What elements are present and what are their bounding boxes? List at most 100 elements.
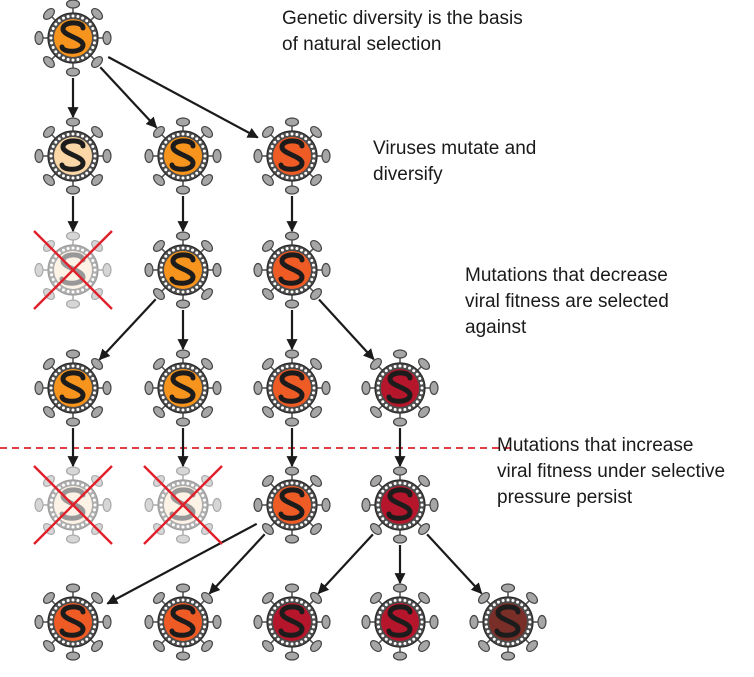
virus-particle: [253, 583, 331, 661]
caption-line: Mutations that increase: [497, 435, 694, 456]
viral-rna-strand: [278, 252, 305, 286]
spike-protein: [34, 262, 48, 278]
viral-rna-strand: [278, 138, 305, 172]
viral-rna-strand: [169, 252, 196, 286]
lineage-arrow: [98, 298, 157, 361]
spike-protein: [253, 380, 267, 396]
spike-protein: [200, 639, 214, 653]
spike-protein: [98, 497, 112, 513]
membrane-dots: [49, 246, 97, 294]
spike-protein: [284, 295, 300, 309]
spike-protein: [261, 357, 275, 371]
membrane-dots: [49, 14, 97, 62]
virus-particle: [361, 583, 439, 661]
caption-line: Genetic diversity is the basis: [282, 8, 523, 29]
spike-protein: [392, 583, 408, 597]
spike-protein: [65, 349, 81, 363]
spike-protein: [98, 380, 112, 396]
viral-rna-strand: [494, 604, 521, 638]
spike-protein: [417, 357, 431, 371]
spike-protein: [34, 380, 48, 396]
spike-protein: [309, 173, 323, 187]
viral-rna-strand: [386, 487, 413, 521]
spike-protein: [261, 173, 275, 187]
virus-particle: [253, 231, 331, 309]
spike-protein: [253, 614, 267, 630]
spike-protein: [253, 262, 267, 278]
virus-particle: [144, 231, 222, 309]
spike-protein: [208, 262, 222, 278]
spike-protein: [90, 357, 104, 371]
caption-line: Viruses mutate and: [373, 138, 537, 159]
virus-particle: [34, 583, 112, 661]
caption-line: Mutations that decrease: [465, 265, 668, 286]
spike-protein: [144, 380, 158, 396]
spike-protein: [42, 7, 56, 21]
caption-mutate-diversify: Viruses mutate and diversify: [373, 136, 536, 188]
spike-protein: [284, 181, 300, 195]
spike-protein: [65, 181, 81, 195]
virus-particle: [361, 466, 439, 544]
lineage-arrow: [426, 533, 483, 595]
spike-protein: [317, 497, 331, 513]
viral-rna-strand: [169, 604, 196, 638]
spike-protein: [144, 148, 158, 164]
virus-particle: [34, 349, 112, 427]
viral-rna-strand: [386, 370, 413, 404]
spike-protein: [369, 357, 383, 371]
spike-protein: [425, 497, 439, 513]
spike-protein: [98, 30, 112, 46]
viral-rna-strand: [59, 604, 86, 638]
spike-protein: [317, 148, 331, 164]
spike-protein: [152, 639, 166, 653]
membrane-dots: [159, 481, 207, 529]
membrane-dots: [159, 246, 207, 294]
caption-line: viral fitness under selective: [497, 461, 726, 482]
spike-protein: [34, 497, 48, 513]
spike-protein: [200, 405, 214, 419]
spike-protein: [152, 173, 166, 187]
spike-protein: [425, 380, 439, 396]
spike-protein: [361, 497, 375, 513]
spike-protein: [90, 173, 104, 187]
spike-protein: [42, 357, 56, 371]
spike-protein: [392, 647, 408, 661]
spike-protein: [90, 639, 104, 653]
spike-protein: [42, 125, 56, 139]
spike-protein: [369, 639, 383, 653]
spike-protein: [152, 591, 166, 605]
spike-protein: [65, 231, 81, 245]
virus-particle: [144, 583, 222, 661]
spike-protein: [253, 497, 267, 513]
virus-particles: [33, 0, 547, 661]
spike-protein: [175, 530, 191, 544]
spike-protein: [34, 148, 48, 164]
spike-protein: [261, 591, 275, 605]
spike-protein: [42, 405, 56, 419]
spike-protein: [284, 231, 300, 245]
spike-protein: [65, 0, 81, 13]
viral-rna-strand: [169, 138, 196, 172]
spike-protein: [90, 405, 104, 419]
spike-protein: [284, 349, 300, 363]
spike-protein: [309, 474, 323, 488]
spike-protein: [200, 287, 214, 301]
spike-protein: [525, 591, 539, 605]
spike-protein: [309, 287, 323, 301]
viral-rna-strand: [59, 138, 86, 172]
spike-protein: [90, 7, 104, 21]
spike-protein: [417, 405, 431, 419]
caption-increase-fitness: Mutations that increase viral fitness un…: [497, 433, 725, 511]
spike-protein: [98, 614, 112, 630]
spike-protein: [152, 357, 166, 371]
spike-protein: [392, 530, 408, 544]
spike-protein: [253, 148, 267, 164]
membrane-dots: [376, 598, 424, 646]
spike-protein: [309, 357, 323, 371]
viral-rna-strand: [278, 604, 305, 638]
spike-protein: [284, 530, 300, 544]
spike-protein: [144, 262, 158, 278]
spike-protein: [34, 30, 48, 46]
